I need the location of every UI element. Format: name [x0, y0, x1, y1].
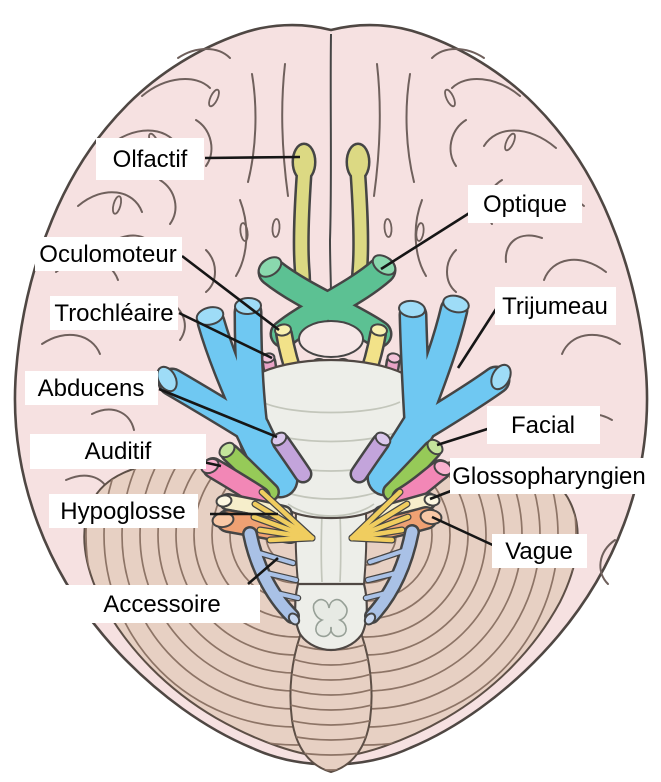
label-optique-text: Optique	[483, 191, 567, 218]
label-vague: Vague	[492, 534, 587, 568]
trigeminal-nerve	[156, 294, 512, 499]
leader-optique	[380, 210, 472, 271]
label-trochleaire: Trochléaire	[50, 296, 178, 330]
cerebellum-vermis	[289, 606, 373, 774]
label-oculomoteur-text: Oculomoteur	[39, 241, 176, 268]
leader-trochleaire	[178, 311, 273, 360]
label-hypoglosse: Hypoglosse	[49, 494, 198, 528]
label-olfactif: Olfactif	[96, 138, 204, 180]
leader-vague	[431, 515, 498, 549]
label-olfactif-text: Olfactif	[113, 146, 188, 173]
label-facial-text: Facial	[511, 412, 575, 439]
label-facial: Facial	[487, 406, 600, 444]
hypoglossal-nerve	[250, 488, 412, 544]
spinal-cord	[294, 582, 368, 652]
leader-trijumeau	[456, 305, 500, 369]
label-auditif-text: Auditif	[85, 438, 152, 465]
label-glossopharyngien: Glossopharyngien	[450, 458, 649, 494]
label-trochleaire-text: Trochléaire	[54, 300, 173, 327]
abducens-nerve	[270, 431, 392, 484]
leader-accessoire	[247, 557, 279, 585]
label-vague-text: Vague	[505, 538, 573, 565]
label-abducens: Abducens	[25, 371, 158, 405]
label-oculomoteur: Oculomoteur	[35, 237, 182, 271]
label-trijumeau-text: Trijumeau	[502, 293, 608, 320]
label-optique: Optique	[468, 185, 582, 223]
label-trijumeau: Trijumeau	[495, 287, 616, 325]
gray-matter-butterfly	[312, 598, 348, 638]
label-hypoglosse-text: Hypoglosse	[60, 498, 185, 525]
auditory-nerve	[200, 457, 453, 509]
longitudinal-fissure	[328, 33, 332, 297]
optic-nerve	[257, 254, 397, 349]
label-accessoire-text: Accessoire	[103, 591, 220, 618]
label-glossopharyngien-text: Glossopharyngien	[452, 463, 645, 490]
leader-oculomoteur	[181, 254, 280, 332]
accessory-nerve	[242, 524, 420, 626]
leader-abducens	[158, 387, 278, 439]
leader-olfactif	[204, 155, 301, 160]
label-accessoire: Accessoire	[64, 585, 260, 623]
label-auditif: Auditif	[30, 434, 206, 469]
medulla	[294, 511, 368, 585]
label-abducens-text: Abducens	[38, 375, 145, 402]
